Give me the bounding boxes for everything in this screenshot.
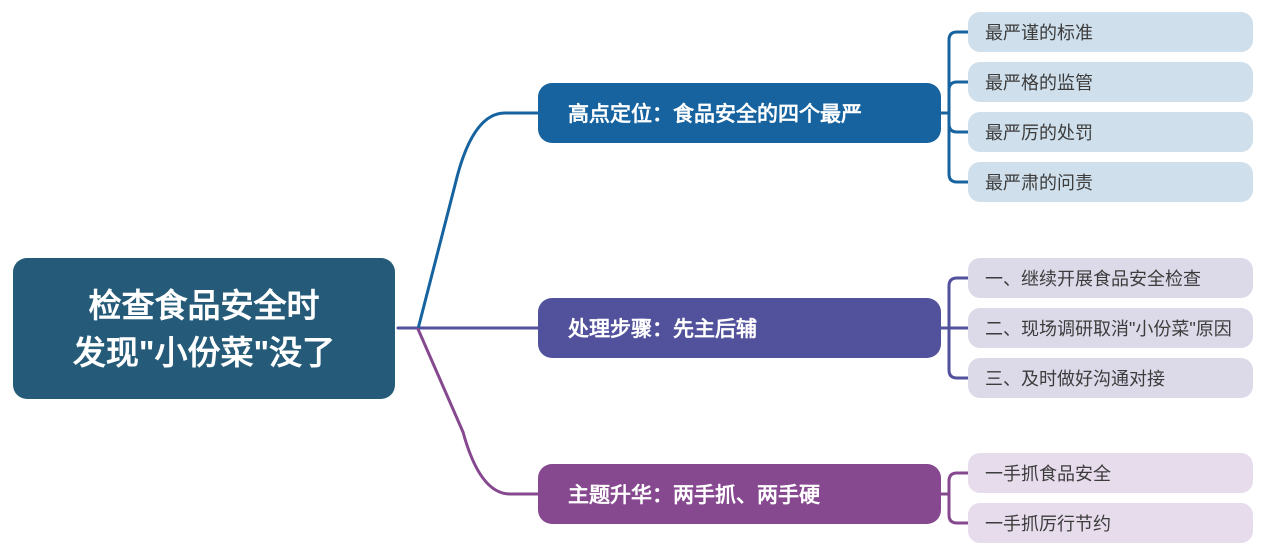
connector-branch1-child3 [947,111,970,134]
root-topic-line-2: 发现"小份菜"没了 [72,333,336,371]
branch3-child-1-label: 一手抓食品安全 [985,464,1111,484]
branch1-child-node-1[interactable]: 最严谨的标准 [968,12,1253,52]
branch3-child-node-1[interactable]: 一手抓食品安全 [968,453,1253,493]
branch2-child-3-label: 三、及时做好沟通对接 [985,369,1165,389]
branch2-child-node-1[interactable]: 一、继续开展食品安全检查 [968,258,1253,298]
branch-node-3[interactable]: 主题升华：两手抓、两手硬 [538,464,941,524]
branch1-child-3-label: 最严厉的处罚 [985,123,1093,143]
root-topic-node[interactable]: 检查食品安全时 发现"小份菜"没了 [13,258,395,399]
branch-2-label: 处理步骤：先主后辅 [568,318,757,341]
connector-root-to-branch-1 [416,111,542,331]
branch2-child-node-3[interactable]: 三、及时做好沟通对接 [968,358,1253,398]
connector-root-to-branch-3 [416,327,542,496]
connector-branch3-child2 [947,492,970,525]
branch1-child-node-2[interactable]: 最严格的监管 [968,62,1253,102]
branch-1-label: 高点定位：食品安全的四个最严 [568,103,862,126]
branch1-child-node-4[interactable]: 最严肃的问责 [968,162,1253,202]
branch3-child-node-2[interactable]: 一手抓厉行节约 [968,503,1253,543]
branch3-child-2-label: 一手抓厉行节约 [985,514,1111,534]
connector-branch1-child1 [947,30,970,115]
branch-3-label: 主题升华：两手抓、两手硬 [568,484,820,507]
branch-node-1[interactable]: 高点定位：食品安全的四个最严 [538,83,941,143]
branch2-child-2-label: 二、现场调研取消"小份菜"原因 [985,319,1232,339]
branch1-child-2-label: 最严格的监管 [985,73,1093,93]
branch2-child-1-label: 一、继续开展食品安全检查 [985,269,1201,289]
connector-branch2-child1 [947,276,970,330]
connector-branch3-child1 [947,471,970,496]
root-topic-line-1: 检查食品安全时 [88,286,320,324]
branch2-child-node-2[interactable]: 二、现场调研取消"小份菜"原因 [968,308,1253,348]
branch-node-2[interactable]: 处理步骤：先主后辅 [538,298,941,358]
branch1-child-1-label: 最严谨的标准 [985,23,1093,43]
connector-branch1-child4 [947,111,970,184]
connector-branch1-child2 [947,80,970,115]
branch1-child-node-3[interactable]: 最严厉的处罚 [968,112,1253,152]
connector-branch2-child3 [947,326,970,380]
branch1-child-4-label: 最严肃的问责 [985,173,1093,193]
